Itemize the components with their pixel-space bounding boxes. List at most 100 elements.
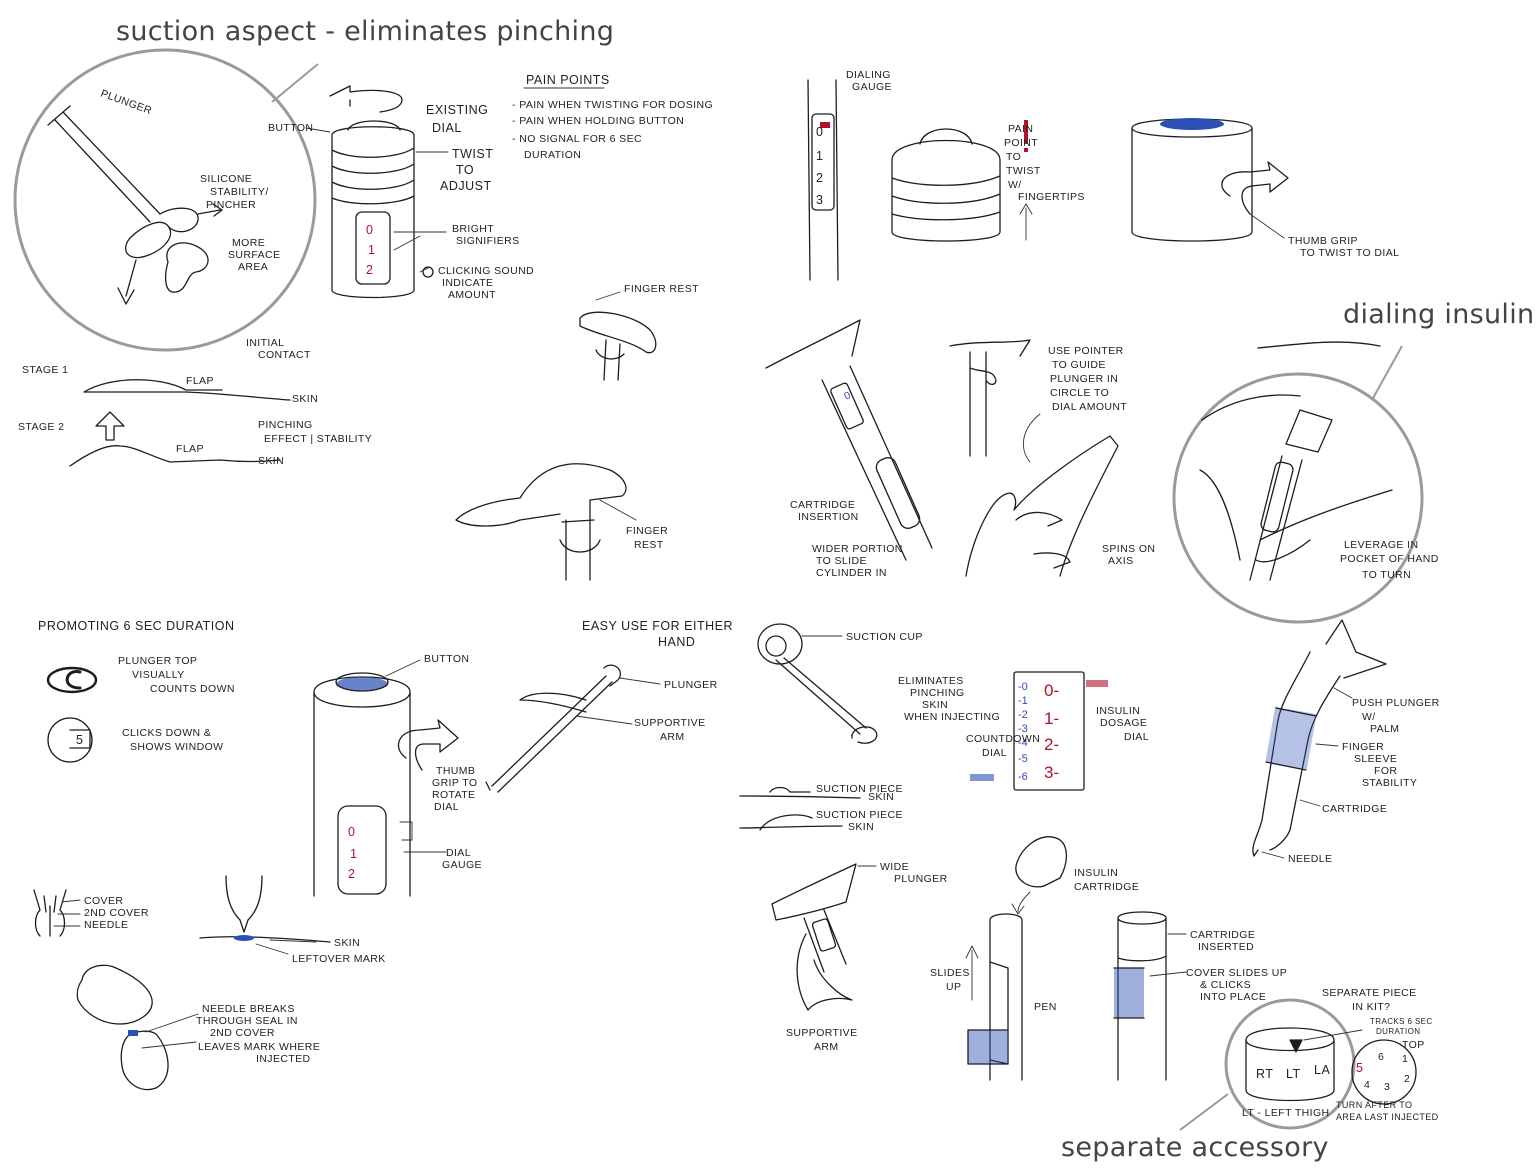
label-suction-cup: SUCTION CUP	[846, 631, 923, 643]
label-needle: NEEDLE	[84, 919, 128, 931]
label-push-cartridge: CARTRIDGE	[1322, 803, 1387, 815]
label-finger-2: SLEEVE	[1354, 753, 1397, 765]
dialing-gauge-group: 0 1 2 3 DIALING GAUGE	[807, 69, 892, 281]
cap-seal-mark	[128, 1030, 138, 1036]
label-bg-gauge-1: DIAL	[446, 847, 471, 859]
suction-pincher-sketch	[159, 207, 199, 233]
label-breaks-1: NEEDLE BREAKS	[202, 1003, 295, 1015]
gauge-val-0: 0	[816, 125, 823, 139]
label-effect: EFFECT | STABILITY	[264, 433, 372, 445]
label-acc-turn-2: AREA LAST INJECTED	[1336, 1112, 1439, 1122]
cap-leaders	[141, 1013, 199, 1049]
cd-left-3: -3	[1018, 723, 1028, 735]
acc-dial-1: 1	[1402, 1053, 1408, 1065]
label-leftover: LEFTOVER MARK	[292, 953, 386, 965]
suction-circle-group: PLUNGER SILICONE STABILITY/ PINCHER MORE…	[13, 48, 319, 352]
label-wide-arm-1: SUPPORTIVE	[786, 1027, 858, 1039]
either-pen	[485, 664, 621, 793]
bg-button-outline	[335, 672, 389, 692]
label-bg-thumb-1: THUMB	[436, 765, 475, 777]
finger-rest-leader-2	[599, 499, 637, 521]
label-pain-6: FINGERTIPS	[1018, 191, 1085, 203]
existing-leaders	[305, 127, 449, 273]
open-pen-cover	[968, 1030, 1008, 1064]
gauge-val-3: 3	[816, 193, 823, 207]
angled-pen	[765, 319, 933, 561]
label-wider-2: TO SLIDE	[816, 555, 867, 567]
thumb-grip-group: THUMB GRIP TO TWIST TO DIAL	[1131, 118, 1399, 259]
label-skin1: SKIN	[292, 393, 318, 405]
label-pain-2: POINT	[1004, 137, 1038, 149]
clicks-window-icon	[47, 717, 93, 763]
finger-rest-group: FINGER REST FINGER REST	[455, 283, 699, 581]
label-insulin-2: DOSAGE	[1100, 717, 1147, 729]
label-leverage-3: TO TURN	[1362, 569, 1411, 581]
label-contact: CONTACT	[258, 349, 311, 361]
label-plunger: PLUNGER	[99, 88, 153, 118]
acc-dial-5: 5	[1356, 1061, 1363, 1075]
label-click-3: AMOUNT	[448, 289, 496, 301]
existing-gauge-1: 1	[368, 243, 375, 257]
acc-rt: RT	[1256, 1067, 1273, 1081]
callout-separate-accessory: separate accessory	[1061, 1132, 1329, 1163]
label-cover-slides-2: & CLICKS	[1200, 979, 1251, 991]
suction-rod	[775, 657, 878, 744]
countdown-body	[1013, 671, 1085, 791]
cd-right-3: 3-	[1044, 763, 1059, 782]
bg-blue-button	[336, 677, 388, 691]
label-bg-button: BUTTON	[424, 653, 469, 665]
suction-magnifier-circle	[13, 48, 317, 352]
acc-dial-3: 3	[1384, 1081, 1390, 1093]
label-piece1-1: SUCTION PIECE	[816, 783, 903, 795]
bg-gauge-0: 0	[348, 825, 355, 839]
accessory-puck	[1245, 1027, 1335, 1102]
pain-point-1: - PAIN WHEN TWISTING FOR DOSING	[512, 99, 713, 111]
label-inserted-1: CARTRIDGE	[1190, 929, 1255, 941]
needle-on-skin	[199, 875, 331, 943]
label-breaks-4: LEAVES MARK WHERE	[198, 1041, 320, 1053]
label-wider-1: WIDER PORTION	[812, 543, 903, 555]
callout-dialing-insulin: dialing insulin	[1343, 299, 1535, 330]
gauge-val-2: 2	[816, 171, 823, 185]
finger-rest-leader	[595, 291, 621, 301]
label-breaks-2: THROUGH SEAL IN	[196, 1015, 298, 1027]
angled-gauge: 0	[842, 389, 853, 403]
bg-leaders	[385, 659, 447, 853]
stage2-flap	[69, 445, 281, 467]
label-push-needle: NEEDLE	[1288, 853, 1332, 865]
label-elim-3: SKIN	[922, 699, 948, 711]
label-finger-rest-top: FINGER REST	[624, 283, 699, 295]
pen-under-hand	[559, 519, 601, 581]
thumb-leader	[1249, 213, 1285, 239]
hand-on-rest	[455, 463, 627, 527]
label-flap1: FLAP	[186, 375, 214, 387]
slides-arrow	[965, 944, 979, 1001]
label-plunger-top-3: COUNTS DOWN	[150, 683, 235, 695]
wide-plunger-sketch	[771, 863, 857, 1011]
label-pointer-2: TO GUIDE	[1052, 359, 1106, 371]
label-finger-rest-1: FINGER	[626, 525, 668, 537]
label-spins-1: SPINS ON	[1102, 543, 1155, 555]
stage-arrow-up	[95, 411, 125, 441]
suction-cup-inner	[765, 635, 787, 657]
label-more-1: MORE	[232, 237, 265, 249]
label-initial: INITIAL	[246, 337, 284, 349]
suction-callout-leader	[271, 63, 319, 103]
clicking-icon	[422, 266, 434, 278]
acc-top-leader	[1303, 1029, 1363, 1041]
label-button: BUTTON	[268, 122, 313, 134]
label-pain-4: TWIST	[1006, 165, 1041, 177]
cd-left-6: -6	[1018, 771, 1028, 783]
acc-dial-circle	[1351, 1039, 1417, 1105]
label-plunger-top-2: VISUALLY	[132, 669, 185, 681]
pen-group: INSULIN CARTRIDGE SLIDES UP PEN CARTRIDG…	[930, 836, 1287, 1081]
label-push-3: PALM	[1370, 723, 1399, 735]
label-click-2: INDICATE	[442, 277, 493, 289]
label-gauge: GAUGE	[852, 81, 892, 93]
pointer-plunger	[949, 339, 1031, 457]
existing-dial-window	[355, 211, 391, 285]
label-pen: PEN	[1034, 1001, 1057, 1013]
gauge-pen-body	[807, 79, 839, 281]
label-elim-2: PINCHING	[910, 687, 965, 699]
label-finger-4: STABILITY	[1362, 777, 1417, 789]
